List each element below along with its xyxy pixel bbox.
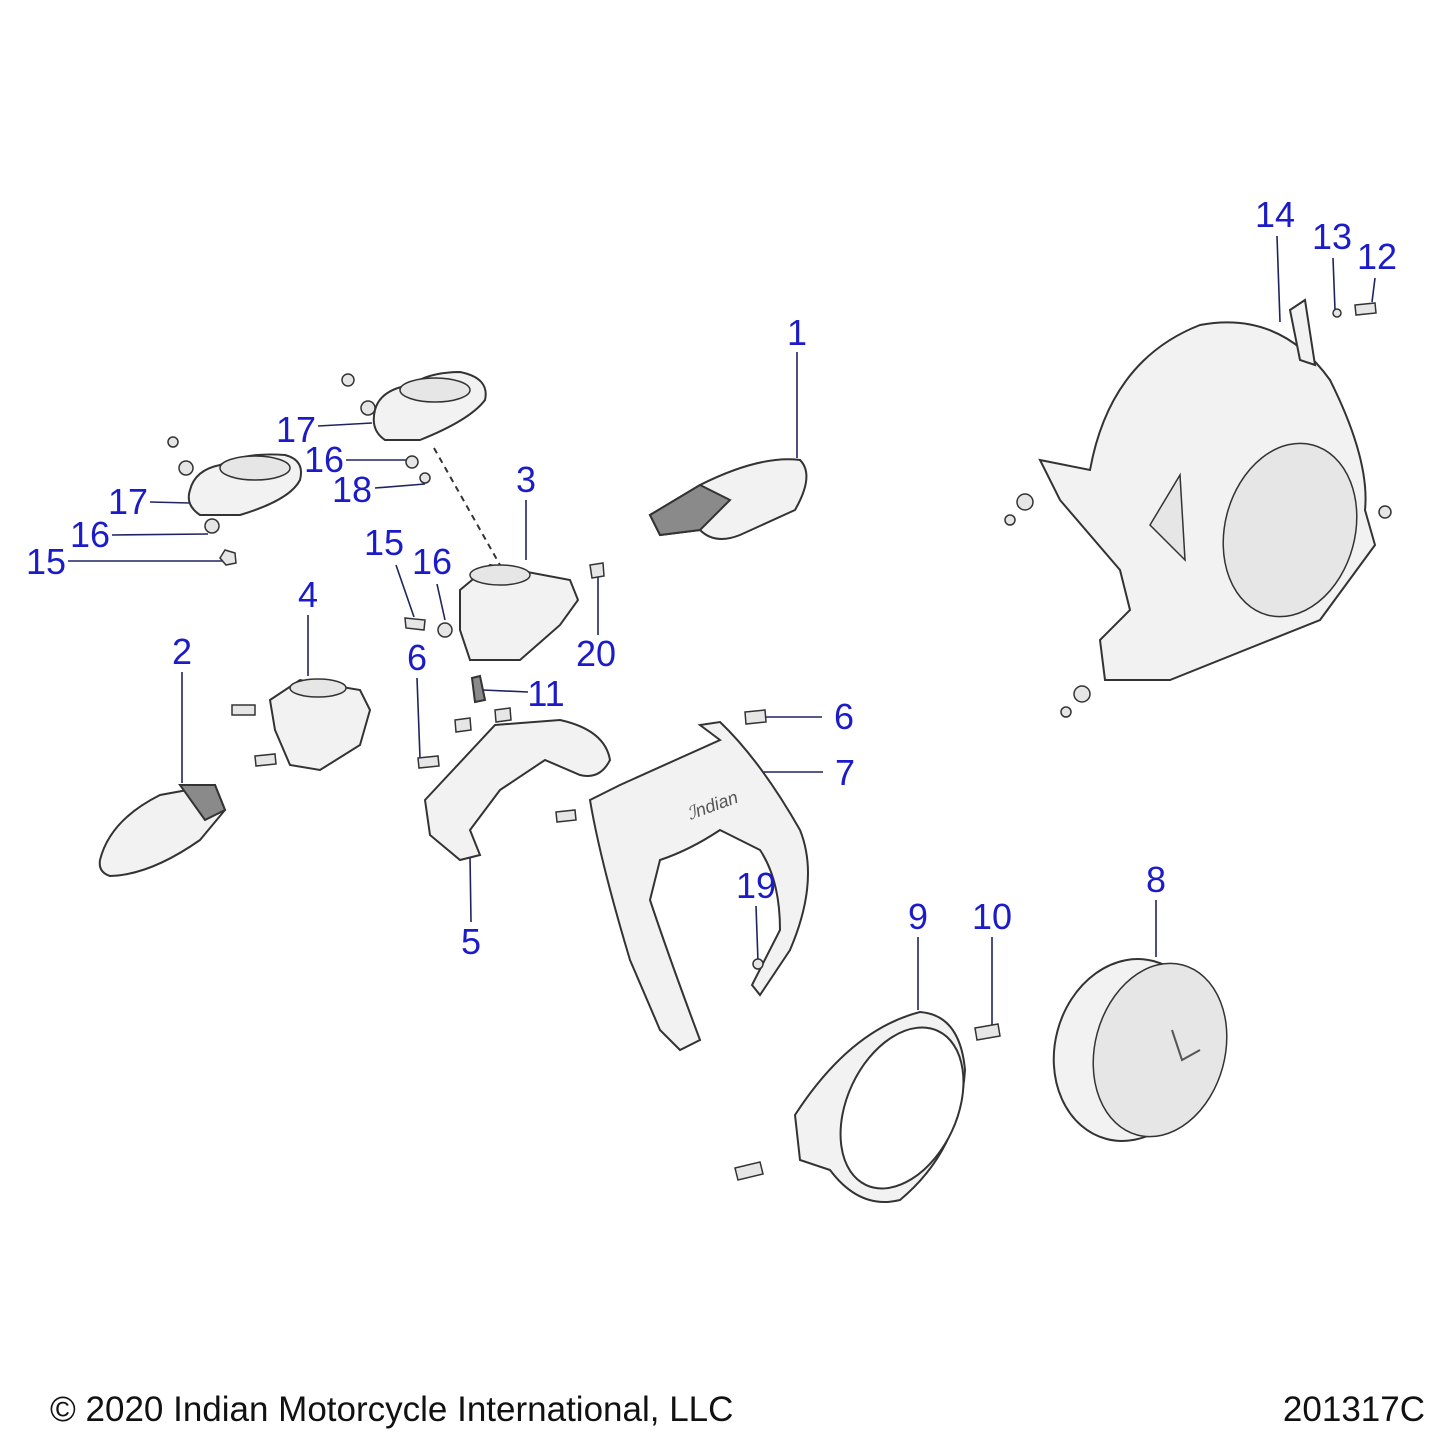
signal-mount-left xyxy=(231,678,372,772)
signal-mount-right xyxy=(404,562,605,704)
leader-lines xyxy=(68,235,1376,1025)
callout-5: 5 xyxy=(460,921,482,962)
callout-4: 4 xyxy=(297,574,319,615)
callout-18: 18 xyxy=(331,469,373,510)
callout-11: 11 xyxy=(527,673,565,714)
headlight-bracket xyxy=(417,707,612,862)
fork-clamp-upper xyxy=(341,370,487,484)
turn-signal-right xyxy=(648,458,808,540)
callout-6: 6 xyxy=(833,696,855,737)
callout-12: 12 xyxy=(1356,236,1398,277)
callout-16: 16 xyxy=(411,541,453,582)
fork-clamp-lower xyxy=(167,436,302,566)
callout-17: 17 xyxy=(275,409,317,450)
diagram-id: 201317C xyxy=(1282,1390,1425,1429)
callout-14: 14 xyxy=(1254,194,1296,235)
headlight-support-bracket: ℐndian xyxy=(588,709,809,1052)
callout-1: 1 xyxy=(786,312,808,353)
callout-16: 16 xyxy=(303,439,345,480)
copyright-text: © 2020 Indian Motorcycle International, … xyxy=(50,1390,734,1429)
callout-16: 16 xyxy=(69,514,111,555)
callout-15: 15 xyxy=(25,541,67,582)
callout-3: 3 xyxy=(515,459,537,500)
callout-8: 8 xyxy=(1145,859,1167,900)
callout-13: 13 xyxy=(1311,216,1353,257)
callout-10: 10 xyxy=(971,896,1013,937)
callout-9: 9 xyxy=(907,896,929,937)
callout-2: 2 xyxy=(171,631,193,672)
headlight-nacelle xyxy=(1004,298,1392,718)
callout-15: 15 xyxy=(363,522,405,563)
callout-20: 20 xyxy=(575,633,617,674)
callout-7: 7 xyxy=(834,752,856,793)
callout-6: 6 xyxy=(406,637,428,678)
callout-17: 17 xyxy=(107,481,149,522)
led-headlamp xyxy=(1052,958,1228,1142)
turn-signal-left xyxy=(98,783,227,878)
callout-19: 19 xyxy=(735,865,777,906)
headlight-trim-ring xyxy=(734,1010,1001,1203)
